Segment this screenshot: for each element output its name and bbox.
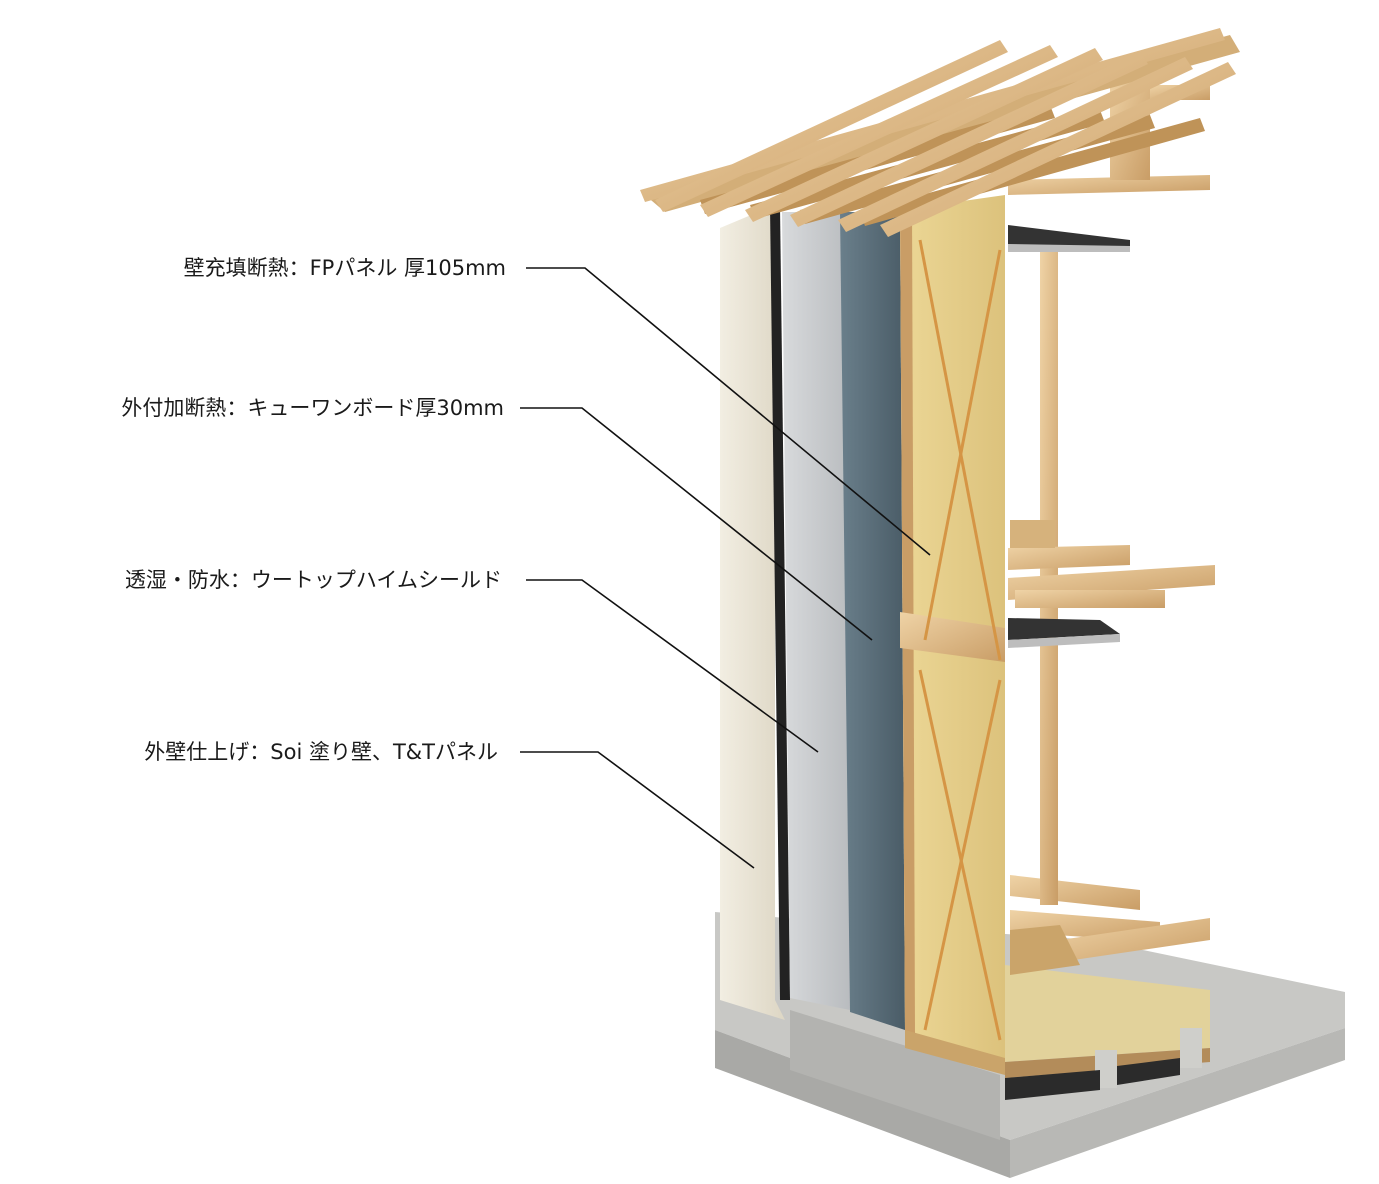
fp-panel-layer xyxy=(900,195,1005,1075)
leader-line-wall-fill xyxy=(526,267,931,556)
label-moisture-waterproof: 透湿・防水：ウートップハイムシールド xyxy=(125,568,502,592)
plaster-finish-layer xyxy=(720,205,790,1020)
labels: 壁充填断熱：FPパネル 厚105mm 外付加断熱：キューワンボード厚30mm 透… xyxy=(121,256,506,764)
exterior-insulation-board xyxy=(840,212,905,1030)
leader-lines xyxy=(520,267,931,869)
interior-framing xyxy=(1008,75,1215,905)
leader-line-exterior-insulation xyxy=(520,407,873,641)
roof-rafters xyxy=(640,28,1240,237)
floor-framing xyxy=(1005,875,1210,1100)
label-exterior-finish: 外壁仕上げ：Soi 塗り壁、T&Tパネル xyxy=(144,740,498,764)
leader-line-membrane xyxy=(526,579,819,753)
label-wall-fill-insulation: 壁充填断熱：FPパネル 厚105mm xyxy=(184,256,506,280)
leader-line-exterior-finish xyxy=(520,751,755,869)
membrane-layer xyxy=(782,212,850,1010)
label-exterior-insulation: 外付加断熱：キューワンボード厚30mm xyxy=(121,396,504,420)
